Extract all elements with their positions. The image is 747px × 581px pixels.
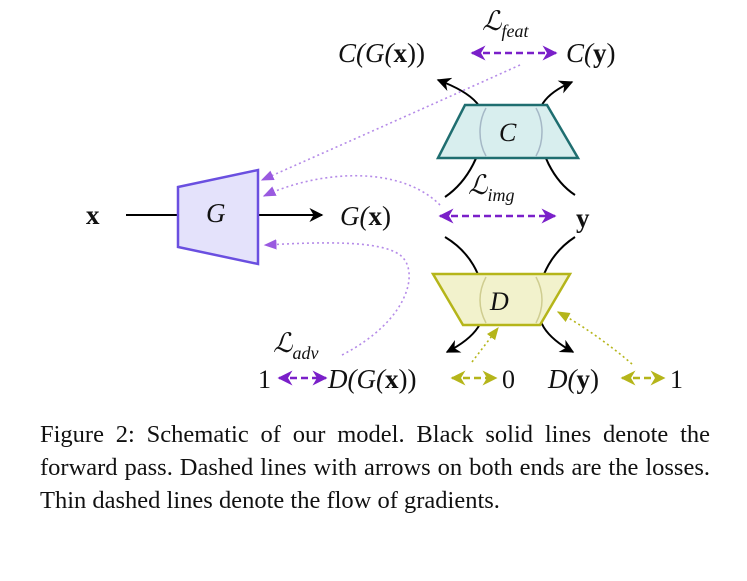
model-schematic-diagram: x G G(x) y C C(G(x)) C(y) D D(G(x)) D(y)… — [86, 6, 683, 394]
input-x-label: x — [86, 200, 100, 230]
caption-text: Schematic of our model. Black solid line… — [40, 421, 710, 514]
gradient-real-to-disc — [556, 311, 633, 365]
generated-output-label: G(x) — [340, 201, 391, 231]
gradient-feat-to-generator — [260, 64, 521, 181]
target-one-left: 1 — [258, 365, 271, 394]
figure-caption: Figure 2: Schematic of our model. Black … — [40, 418, 710, 517]
disc-y-label: D(y) — [547, 364, 599, 394]
target-zero: 0 — [502, 365, 515, 394]
gradient-adv-to-generator — [263, 239, 410, 356]
disc-inner-right-curve — [535, 276, 543, 324]
gradient-fake-to-disc — [471, 326, 499, 363]
target-y-label: y — [576, 203, 590, 233]
critic-inner-left-curve — [479, 107, 487, 157]
disc-inner-left-curve — [479, 276, 487, 324]
gradient-img-to-generator — [262, 174, 441, 206]
disc-gx-label: D(G(x)) — [327, 364, 416, 394]
loss-adv-label: ℒadv — [273, 328, 318, 363]
critic-y-label: C(y) — [566, 38, 616, 68]
generator-block — [176, 168, 260, 266]
discriminator-block — [430, 272, 573, 327]
critic-block — [435, 103, 581, 160]
caption-label: Figure 2: — [40, 421, 135, 448]
loss-img-label: ℒimg — [468, 170, 514, 205]
critic-gx-label: C(G(x)) — [338, 38, 425, 68]
generator-label: G — [206, 198, 226, 228]
discriminator-label: D — [489, 287, 509, 316]
critic-inner-right-curve — [535, 107, 543, 157]
critic-label: C — [499, 118, 517, 147]
target-one-right: 1 — [670, 365, 683, 394]
loss-feat-label: ℒfeat — [482, 6, 529, 41]
